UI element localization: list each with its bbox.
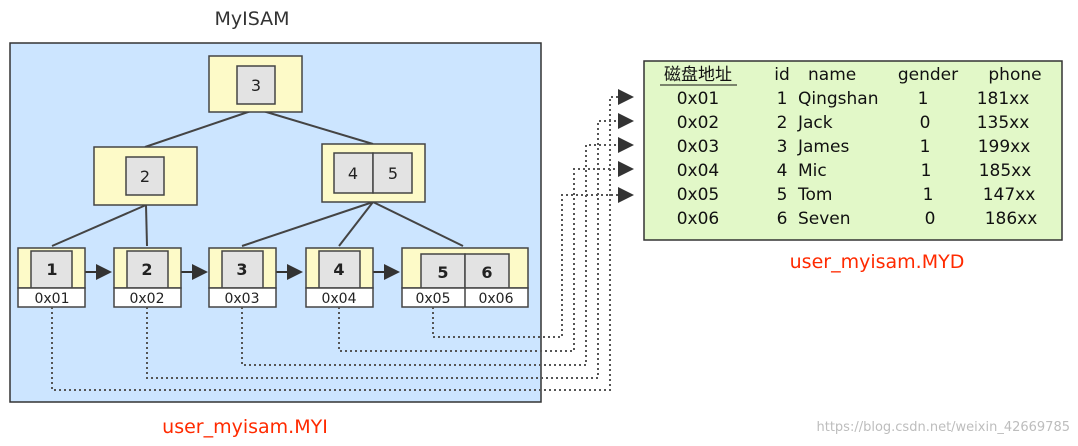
data-file-label: user_myisam.MYD [790, 251, 965, 273]
internal-node-2: 2 [93, 146, 198, 206]
table-row-5: 0x05 5 Tom 1 147xx [677, 185, 1036, 205]
table-row-2: 0x02 2 Jack 0 135xx [677, 113, 1030, 133]
svg-text:4: 4 [777, 161, 788, 181]
svg-text:Qingshan: Qingshan [798, 89, 879, 109]
leaf-node-4: 4 0x04 [305, 247, 374, 308]
svg-text:Jack: Jack [797, 113, 833, 133]
leaf-node-1: 1 0x01 [17, 247, 86, 308]
header-name: name [808, 65, 856, 85]
table-row-6: 0x06 6 Seven 0 186xx [677, 209, 1038, 229]
svg-text:0: 0 [920, 113, 931, 133]
svg-text:199xx: 199xx [978, 137, 1031, 157]
watermark: https://blog.csdn.net/weixin_42669785 [816, 420, 1070, 435]
svg-text:0x05: 0x05 [677, 185, 720, 205]
svg-text:181xx: 181xx [977, 89, 1030, 109]
svg-text:0x04: 0x04 [677, 161, 720, 181]
leaf-node-5-6: 5 6 0x05 0x06 [401, 247, 529, 308]
svg-text:Tom: Tom [797, 185, 832, 205]
internal-key: 4 [348, 164, 358, 183]
table-row-3: 0x03 3 James 1 199xx [677, 137, 1031, 157]
svg-text:1: 1 [921, 161, 932, 181]
svg-text:1: 1 [920, 137, 931, 157]
svg-text:1: 1 [918, 89, 929, 109]
svg-text:Mic: Mic [798, 161, 827, 181]
svg-text:186xx: 186xx [985, 209, 1038, 229]
leaf-key: 1 [46, 260, 57, 279]
svg-text:2: 2 [777, 113, 788, 133]
svg-text:1: 1 [923, 185, 934, 205]
svg-text:147xx: 147xx [983, 185, 1036, 205]
data-file-table [643, 60, 1063, 241]
leaf-key: 5 [437, 263, 448, 282]
header-gender: gender [898, 65, 958, 85]
internal-node-4-5: 4 5 [321, 143, 426, 203]
svg-text:0: 0 [925, 209, 936, 229]
table-header: 磁盘地址 id name gender phone [660, 65, 1042, 86]
leaf-address: 0x05 [415, 291, 450, 307]
root-node: 3 [208, 55, 303, 113]
leaf-key: 2 [141, 260, 152, 279]
leaf-address: 0x02 [129, 291, 164, 307]
leaf-key: 3 [236, 260, 247, 279]
pointer-lines [51, 89, 634, 391]
leaf-address: 0x04 [321, 291, 356, 307]
svg-text:0x02: 0x02 [677, 113, 720, 133]
tree-edges [51, 110, 464, 247]
svg-text:0x01: 0x01 [677, 89, 720, 109]
index-file-label: user_myisam.MYI [162, 416, 328, 438]
leaf-address: 0x01 [34, 291, 69, 307]
svg-text:Seven: Seven [798, 209, 851, 229]
leaf-address: 0x03 [224, 291, 259, 307]
leaf-key: 4 [333, 260, 344, 279]
header-phone: phone [988, 65, 1041, 85]
leaf-key: 6 [481, 263, 492, 282]
svg-text:5: 5 [777, 185, 788, 205]
leaf-address: 0x06 [478, 291, 513, 307]
root-key: 3 [251, 76, 261, 95]
leaf-node-3: 3 0x03 [208, 247, 277, 308]
svg-text:185xx: 185xx [979, 161, 1032, 181]
svg-text:1: 1 [777, 89, 788, 109]
header-id: id [774, 65, 790, 85]
table-row-1: 0x01 1 Qingshan 1 181xx [677, 89, 1030, 109]
svg-text:0x06: 0x06 [677, 209, 720, 229]
internal-key: 5 [388, 164, 398, 183]
table-row-4: 0x04 4 Mic 1 185xx [677, 161, 1032, 181]
svg-text:3: 3 [777, 137, 788, 157]
svg-text:135xx: 135xx [977, 113, 1030, 133]
leaf-node-2: 2 0x02 [113, 247, 182, 308]
index-title: MyISAM [214, 8, 289, 30]
svg-text:James: James [797, 137, 849, 157]
svg-text:0x03: 0x03 [677, 137, 720, 157]
header-disk-address: 磁盘地址 [664, 65, 732, 85]
internal-key: 2 [140, 167, 150, 186]
svg-text:6: 6 [777, 209, 788, 229]
